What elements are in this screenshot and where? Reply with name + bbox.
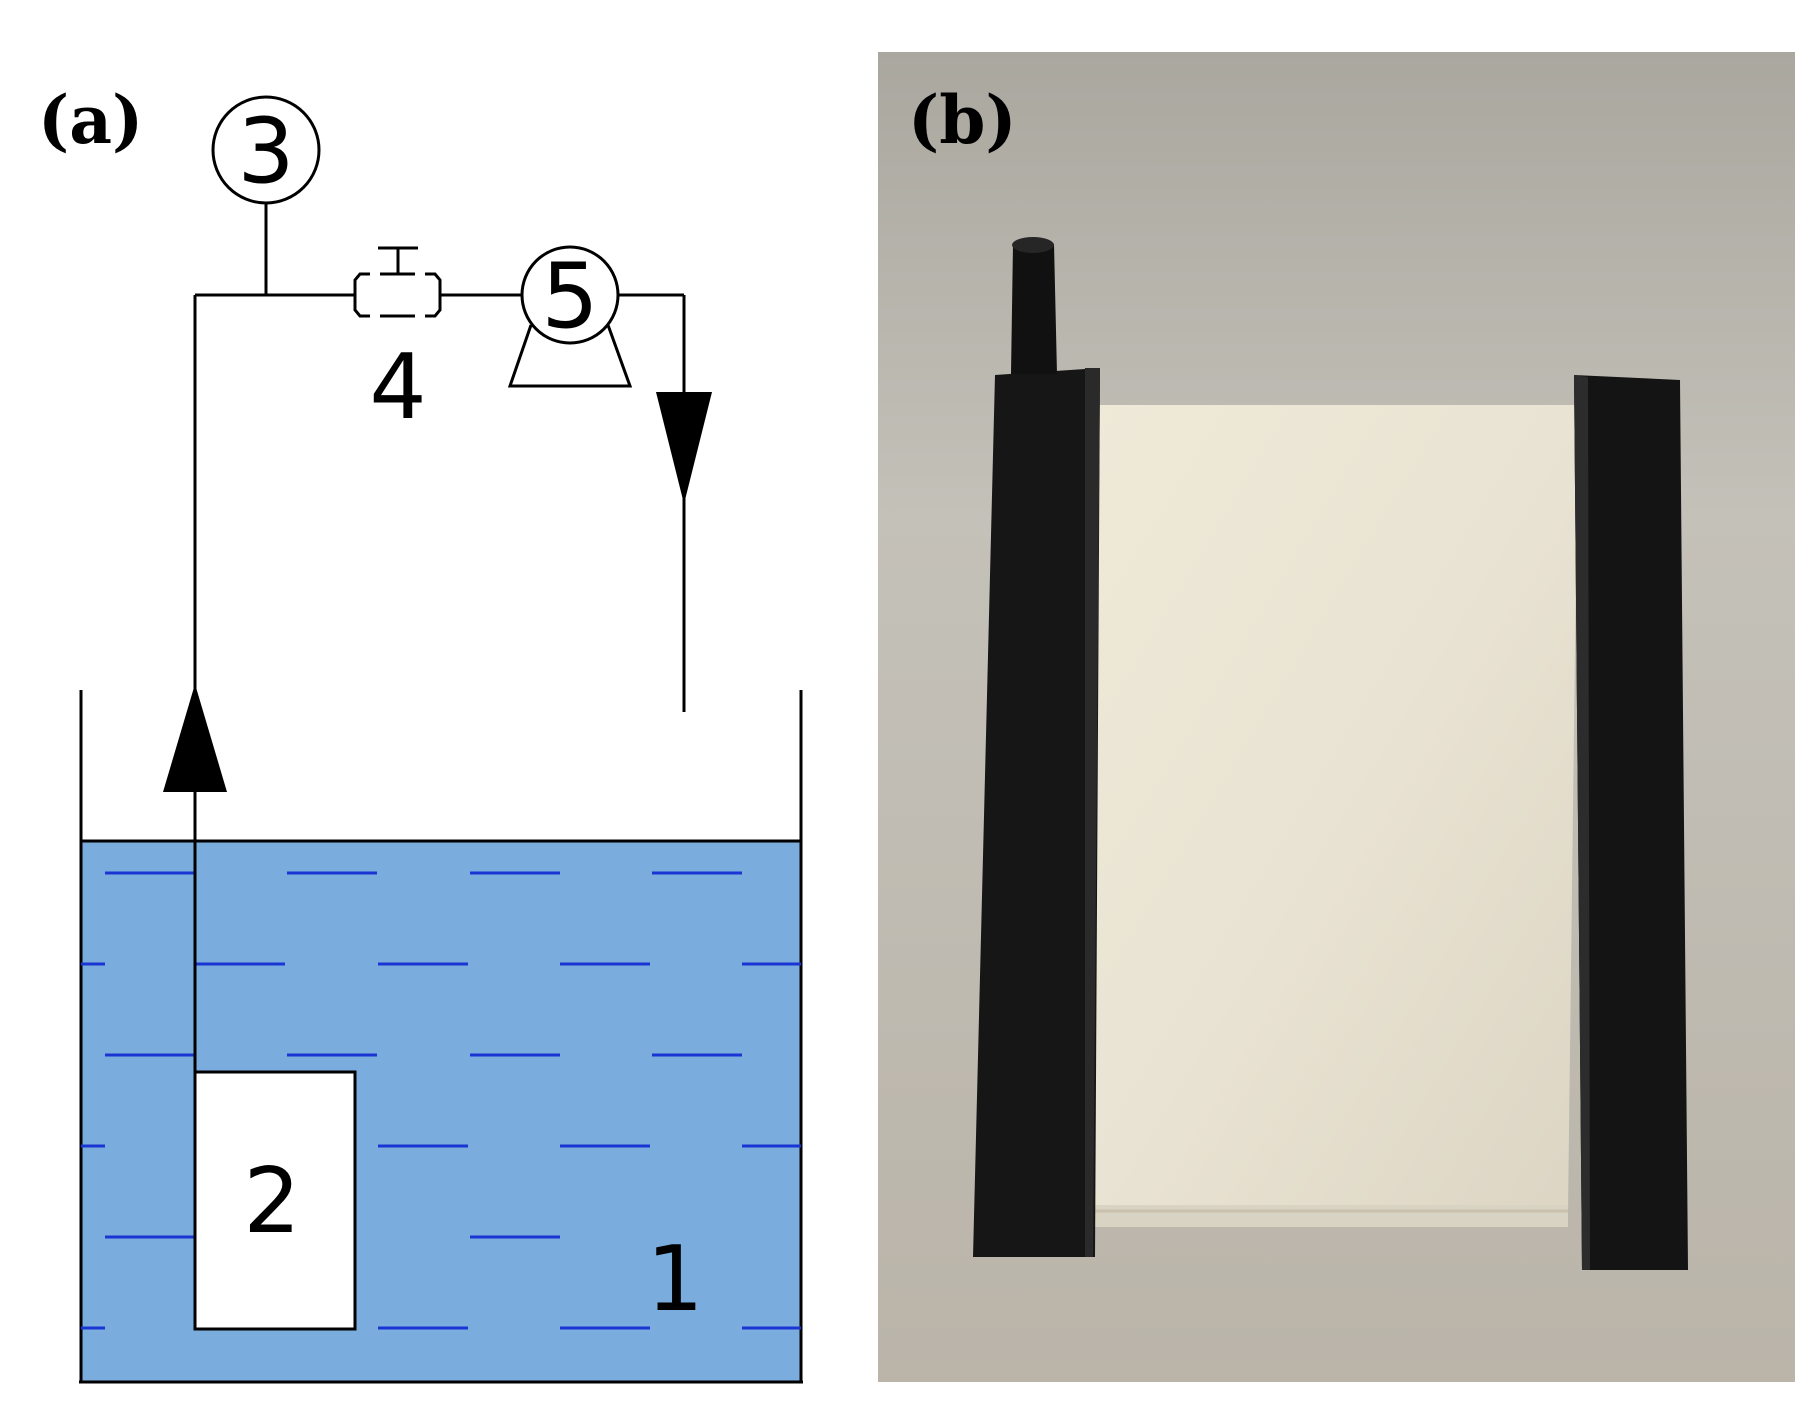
pump: 5	[507, 244, 633, 388]
suction-pipe	[163, 295, 227, 1329]
left-tube	[1011, 238, 1057, 374]
valve: 4	[353, 246, 442, 440]
pressure-gauge: 3	[211, 95, 321, 295]
flow-up-arrow	[163, 684, 227, 792]
return-pipe	[656, 295, 712, 712]
valve-label: 4	[369, 335, 426, 440]
panel-b: (b)	[878, 52, 1795, 1382]
left-frame-edge	[1085, 368, 1100, 1257]
pump-base	[507, 324, 633, 388]
water-dashes	[81, 871, 801, 1330]
left-tube-cap	[1012, 237, 1054, 253]
membrane-sheet	[1093, 405, 1578, 1212]
flow-down-arrow	[656, 392, 712, 504]
pump-label: 5	[541, 244, 598, 349]
membrane-module: 2	[193, 1070, 357, 1331]
gauge-circle	[211, 95, 321, 205]
right-frame	[1574, 375, 1688, 1270]
module-label: 2	[243, 1149, 300, 1254]
panel-b-label: (b)	[908, 81, 1017, 159]
panel-a: (a) 2 1	[38, 81, 803, 1384]
pump-circle	[520, 245, 620, 345]
panel-a-label: (a)	[38, 81, 143, 159]
gauge-label: 3	[237, 99, 294, 204]
left-frame	[973, 368, 1100, 1257]
membrane-bottom-edge	[1093, 1205, 1568, 1227]
valve-body-right	[425, 272, 442, 318]
tank-label: 1	[646, 1227, 703, 1332]
module-box	[193, 1070, 357, 1331]
right-frame-edge	[1574, 375, 1590, 1270]
valve-body-left	[353, 272, 370, 318]
